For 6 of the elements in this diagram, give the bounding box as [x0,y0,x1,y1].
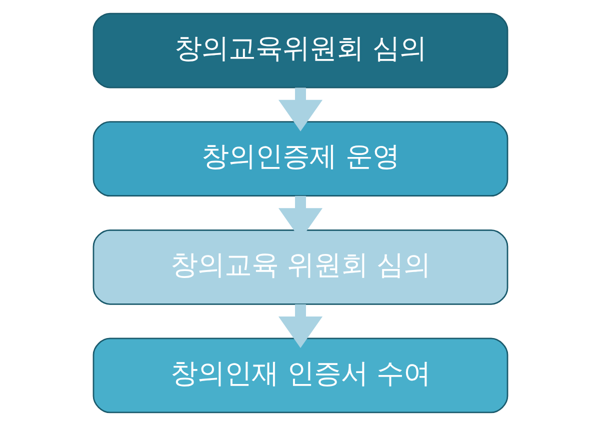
node-box: 창의교육 위원회 심의 [92,229,508,305]
arrow [278,304,322,348]
node-box: 창의인증제 운영 [92,121,508,197]
arrow [278,88,322,132]
node-box: 창의교육위원회 심의 [92,12,508,88]
node-box: 창의인재 인증서 수여 [92,338,508,414]
